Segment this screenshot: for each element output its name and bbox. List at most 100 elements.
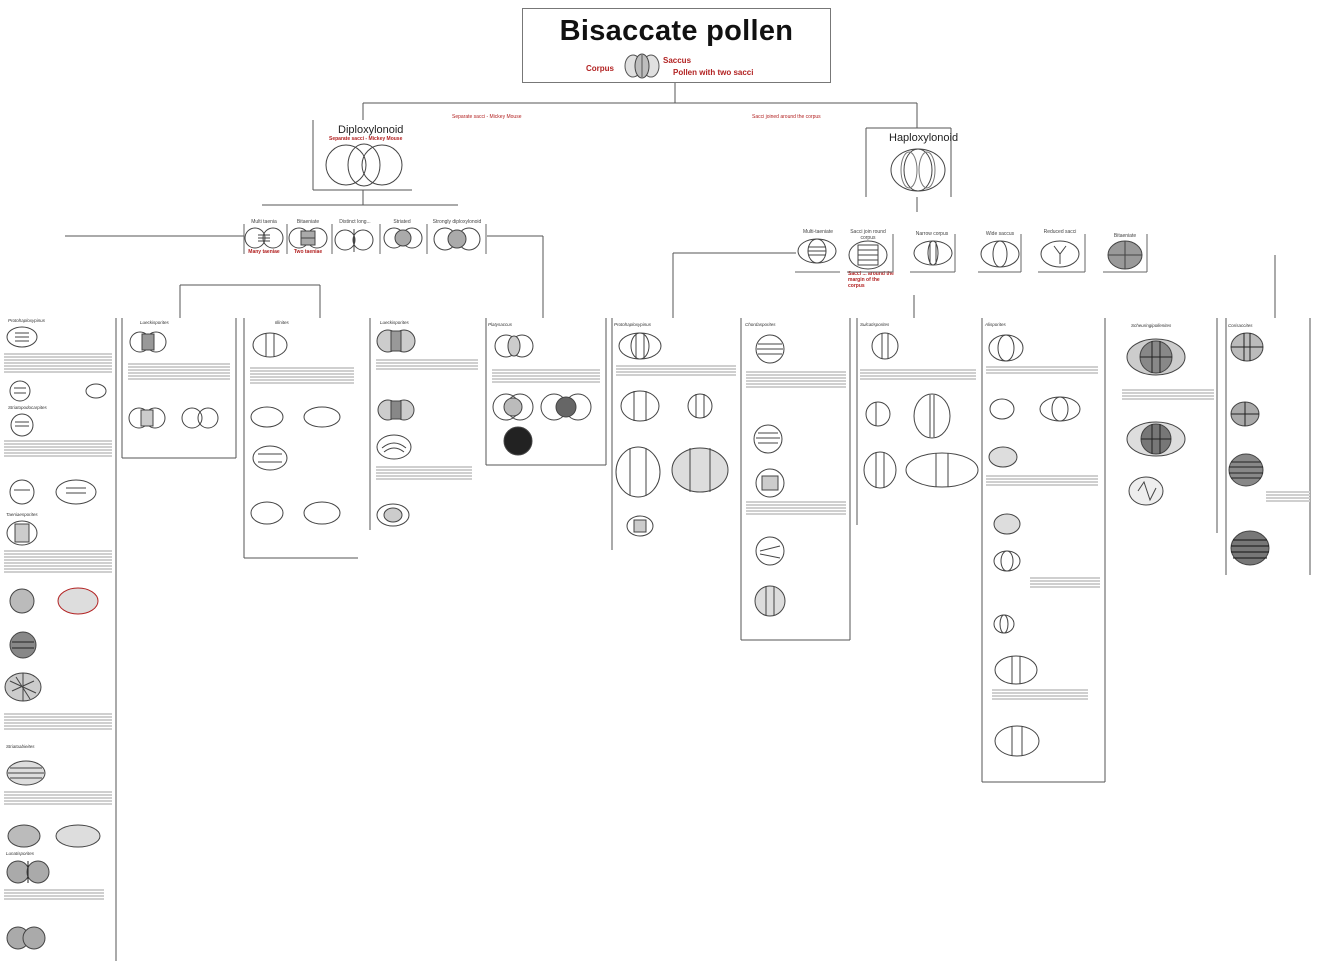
- pollen-genus: [753, 424, 783, 454]
- description-text: [746, 500, 846, 516]
- pollen-genus: [871, 332, 899, 360]
- category-bitaeniate-right: Bitaeniate: [1113, 233, 1137, 239]
- pollen-narrow-corpus: [913, 240, 953, 266]
- haploxylonoid-pollen-diagram: [890, 148, 946, 192]
- pollen-bitaeniate: [288, 227, 328, 249]
- pollen-genus: [252, 445, 288, 471]
- pollen-genus: [6, 860, 50, 884]
- branch-note-right: Sacci joined around the corpus: [752, 114, 821, 120]
- pollen-genus: [755, 334, 785, 364]
- description-text: [1266, 490, 1310, 503]
- pollen-genus: [377, 399, 415, 421]
- pollen-bitaeniate-right: [1107, 240, 1143, 270]
- description-text: [4, 549, 112, 574]
- pollen-genus: [9, 631, 37, 659]
- pollen-genus: [1230, 332, 1264, 362]
- description-text: [1030, 576, 1100, 589]
- pollen-genus: [10, 413, 34, 437]
- description-text: [376, 465, 472, 481]
- pollen-species-row: [250, 406, 341, 428]
- note-many-taeniae: Many taeniae: [248, 249, 280, 255]
- pollen-diagram-header: [624, 53, 660, 79]
- pollen-genus: [755, 536, 785, 566]
- pollen-genus-striated: [4, 672, 42, 702]
- pollen-two-sacci-label: Pollen with two sacci: [673, 68, 754, 77]
- category-narrow-corpus: Narrow corpus: [915, 231, 949, 237]
- diploxylonoid-pollen-diagram: [325, 143, 403, 187]
- pollen-genus: [618, 332, 662, 360]
- description-text: [4, 790, 112, 806]
- genus-title: Scheuringipollenites: [1131, 323, 1172, 328]
- description-text: [4, 888, 104, 901]
- category-reduced-sacci: Reduced sacci: [1043, 229, 1077, 235]
- pollen-species-row: [863, 451, 979, 489]
- description-text: [250, 366, 354, 385]
- genus-title: Taeniaesporites: [6, 512, 38, 517]
- pollen-species-row: [620, 390, 713, 422]
- genus-title: Lueckisporites: [380, 320, 409, 325]
- pollen-genus: [994, 655, 1038, 685]
- pollen-genus: [994, 725, 1040, 757]
- description-text: [4, 352, 112, 374]
- description-text: [986, 365, 1098, 375]
- pollen-genus: [252, 332, 288, 358]
- pollen-species-row: [250, 501, 341, 525]
- genus-title: Platysaccus: [488, 322, 513, 327]
- description-text: [860, 368, 976, 381]
- genus-title: Sulcatisporites: [860, 322, 890, 327]
- pollen-genus: [988, 446, 1018, 468]
- description-text: [986, 474, 1098, 487]
- pollen-genus: [1228, 453, 1264, 487]
- description-text: [616, 364, 736, 377]
- pollen-species-row: [128, 407, 219, 429]
- pollen-genus: [1230, 530, 1270, 566]
- genus-title: Illinites: [275, 320, 289, 325]
- pollen-genus: [755, 468, 785, 498]
- pollen-striated: [383, 227, 423, 249]
- genus-title: Protohaploxypinus: [614, 322, 652, 327]
- category-wide-saccus: Wide saccus: [985, 231, 1015, 237]
- pollen-multi-taenia: [244, 227, 284, 249]
- right-category-frames: [795, 234, 1148, 273]
- pollen-genus: [6, 926, 46, 950]
- pollen-genus: [129, 331, 167, 353]
- pollen-species-row: [989, 396, 1081, 422]
- pollen-species-row: [492, 393, 592, 421]
- pollen-distinct: [334, 229, 374, 252]
- pollen-genus: [1126, 338, 1186, 376]
- pollen-species-row: [9, 587, 99, 615]
- pollen-multi-taeniate: [797, 238, 837, 264]
- pollen-species-row: [9, 479, 97, 505]
- pollen-species-row: [865, 393, 951, 439]
- pollen-genus: [6, 520, 38, 546]
- pollen-genus: [376, 503, 410, 527]
- pollen-genus: [988, 334, 1024, 362]
- pollen-genus: [6, 760, 46, 786]
- description-text: [1122, 388, 1214, 401]
- pollen-genus: [626, 515, 654, 537]
- category-multi-taenia: Multi taenia: [251, 219, 277, 225]
- pollen-strongly-diploxylonoid: [433, 227, 481, 251]
- note-sacci-join: Sacci ... around the margin of the corpu…: [848, 271, 894, 289]
- diploxylonoid-heading: Diploxylonoid: [338, 124, 404, 136]
- genus-title: Lueckisporites: [140, 320, 169, 325]
- category-distinct: Distinct long...: [339, 219, 371, 225]
- category-striated: Striated: [393, 219, 411, 225]
- corpus-label: Corpus: [586, 64, 614, 73]
- description-text: [992, 688, 1088, 701]
- pollen-species-row: [9, 380, 107, 402]
- pollen-sacci-join: [848, 240, 888, 270]
- category-bitaeniate: Bitaeniate: [296, 219, 320, 225]
- title-box: Bisaccate pollen Corpus Saccus Pollen wi…: [522, 8, 831, 83]
- genus-title: Striatopodocarpites: [8, 405, 47, 410]
- description-text: [4, 439, 112, 458]
- pollen-genus: [503, 426, 533, 456]
- pollen-genus: [1128, 476, 1164, 506]
- description-text: [4, 712, 112, 731]
- pollen-reduced-sacci: [1040, 240, 1080, 268]
- category-strongly-diploxylonoid: Strongly diploxylonoid: [432, 219, 482, 225]
- pollen-genus: [6, 326, 38, 348]
- haploxylonoid-heading: Haploxylonoid: [889, 132, 959, 144]
- pollen-genus: [1126, 421, 1186, 457]
